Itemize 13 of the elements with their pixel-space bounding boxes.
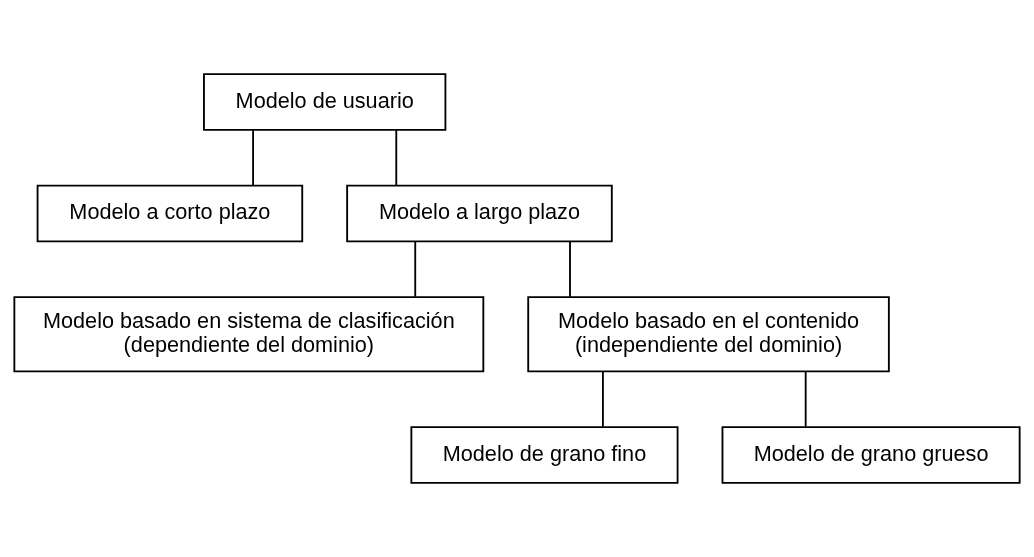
node-box: Modelo a corto plazo [36, 184, 304, 243]
connector [601, 370, 604, 428]
node-box: Modelo de grano grueso [721, 426, 1021, 484]
connector [569, 240, 571, 298]
node-box: Modelo basado en sistema de clasificación (dependiente del dominio) [13, 296, 485, 373]
node-box: Modelo de usuario [203, 73, 447, 131]
connector [414, 240, 417, 298]
connector [804, 370, 807, 428]
node-box: Modelo a largo plazo [346, 184, 613, 243]
connector [252, 129, 255, 186]
node-box: Modelo basado en el contenido (independiente del dominio) [527, 296, 890, 373]
node-box: Modelo de grano fino [410, 426, 679, 484]
connector [395, 129, 398, 186]
